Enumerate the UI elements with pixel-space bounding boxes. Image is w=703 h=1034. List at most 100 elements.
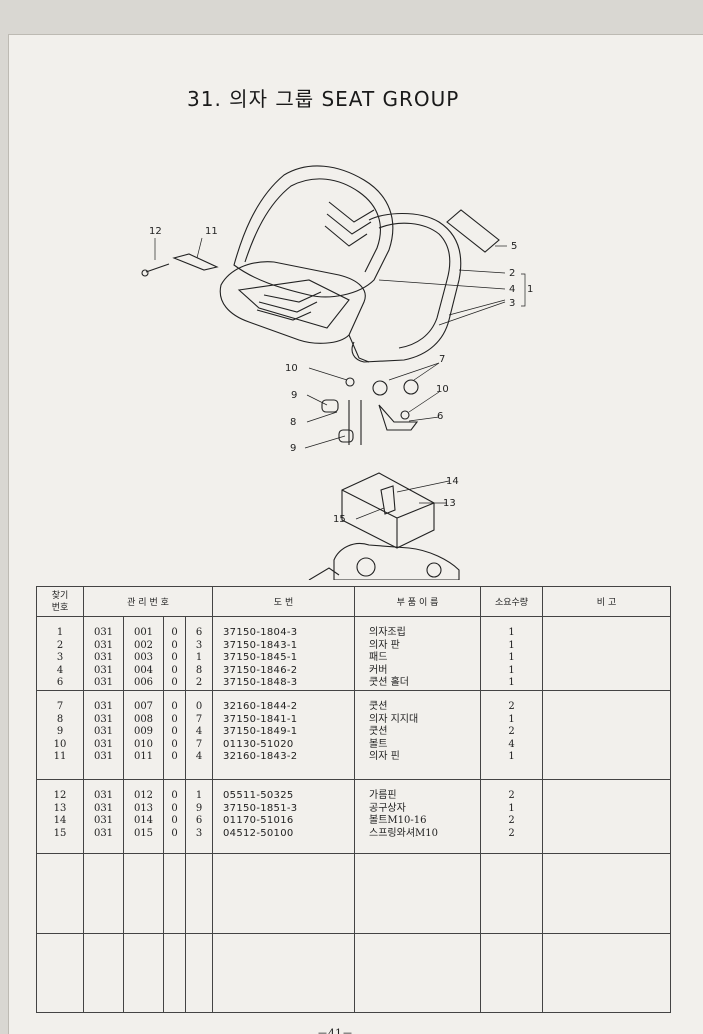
table-row-empty [36,933,672,1013]
mgmt-code-2: 008 [133,713,154,725]
bracket-assembly-1 [521,273,526,307]
quantity: 2 [508,726,515,738]
quantity: 1 [508,677,515,689]
header-find-no: 찾기 번호 [36,586,84,617]
mgmt-code-2: 011 [133,751,154,763]
mgmt-code-2: 006 [133,677,154,689]
mgmt-code-1: 031 [93,664,114,676]
find-no: 10 [53,738,67,750]
leader-lines [154,237,507,520]
callout-5: 5 [511,241,517,252]
header-management-no: 관 리 번 호 [82,586,214,617]
mgmt-check-digit: 0 [195,700,203,712]
quantity: 1 [508,751,515,763]
find-no: 15 [53,827,67,839]
find-no: 3 [56,652,64,664]
mgmt-code-1: 031 [93,827,114,839]
seat-drawing [141,165,500,580]
mgmt-code-3: 0 [171,827,178,839]
find-no: 11 [53,751,67,763]
callout-14: 14 [446,476,459,487]
quantity: 1 [508,639,515,651]
drawing-no: 04512-50100 [223,827,294,839]
header-remarks: 비 고 [542,586,672,617]
page-title: 31. 의자 그룹 SEAT GROUP [187,87,460,111]
mgmt-code-1: 031 [93,713,114,725]
find-no: 13 [53,802,67,814]
part-name: 볼트 [369,738,388,750]
mgmt-code-1: 031 [93,802,114,814]
drawing-no: 37150-1843-1 [223,639,298,651]
callout-8: 8 [290,417,296,428]
mgmt-code-3: 0 [171,639,178,651]
header-drawing-no: 도 번 [212,586,356,617]
part-name: 쿳션 [369,700,388,712]
part-name: 의자 지지대 [369,713,419,725]
part-name: 가름핀 [369,789,397,801]
mgmt-check-digit: 7 [195,738,203,750]
mgmt-code-1: 031 [93,789,114,801]
mgmt-code-2: 014 [133,815,154,827]
part-name: 스프링와셔M10 [369,827,438,839]
quantity: 1 [508,802,515,814]
callout-12: 12 [149,226,162,237]
drawing-no: 05511-50325 [223,789,294,801]
callout-9-lower: 9 [290,443,296,454]
part-name: 패드 [369,652,388,664]
drawing-no: 37150-1845-1 [223,652,298,664]
find-no: 4 [56,664,64,676]
mgmt-code-3: 0 [171,815,178,827]
drawing-no: 37150-1841-1 [223,713,298,725]
mgmt-code-3: 0 [171,802,178,814]
quantity: 4 [508,738,515,750]
mgmt-check-digit: 1 [195,652,203,664]
header-qty: 소요수량 [480,586,544,617]
mgmt-code-2: 007 [133,700,154,712]
drawing-no: 37150-1849-1 [223,726,298,738]
document-page: 31. 의자 그룹 SEAT GROUP [8,34,703,1034]
mgmt-check-digit: 4 [195,726,203,738]
remarks-cell [542,690,672,780]
callout-7: 7 [439,354,445,365]
mgmt-code-2: 003 [133,652,154,664]
mgmt-code-3: 0 [171,627,178,638]
callout-9-upper: 9 [291,390,297,401]
mgmt-code-3: 0 [171,751,178,763]
quantity: 2 [508,789,515,801]
mgmt-check-digit: 2 [195,677,203,689]
mgmt-code-2: 004 [133,664,154,676]
quantity: 2 [508,815,515,827]
find-no: 14 [53,815,67,827]
mgmt-code-3: 0 [171,738,178,750]
mgmt-code-2: 010 [133,738,154,750]
callout-10-lower: 10 [436,384,449,395]
part-name: 의자 핀 [369,751,400,763]
mgmt-code-3: 0 [171,789,178,801]
mgmt-check-digit: 1 [195,789,203,801]
part-name: 의자 판 [369,639,400,651]
callout-1: 1 [527,284,533,295]
mgmt-code-2: 012 [133,789,154,801]
quantity: 1 [508,652,515,664]
mgmt-code-2: 013 [133,802,154,814]
seat-group-exploded-diagram: 12 11 5 2 4 1 3 7 10 9 8 6 9 14 13 15 10 [141,165,533,580]
mgmt-code-2: 002 [133,639,154,651]
callout-10-upper: 10 [285,363,298,374]
callout-3: 3 [509,298,515,309]
mgmt-code-1: 031 [93,815,114,827]
page-number: －41－ [317,1027,353,1034]
callout-4: 4 [509,284,515,295]
table-row-empty [36,853,672,934]
mgmt-code-1: 031 [93,627,114,638]
remarks-cell [542,779,672,854]
mgmt-check-digit: 6 [195,627,203,638]
quantity: 1 [508,664,515,676]
drawing-no: 32160-1844-2 [223,700,298,712]
quantity: 1 [508,713,515,725]
drawing-no: 32160-1843-2 [223,751,298,763]
part-name: 쿳션 [369,726,388,738]
mgmt-code-1: 031 [93,751,114,763]
